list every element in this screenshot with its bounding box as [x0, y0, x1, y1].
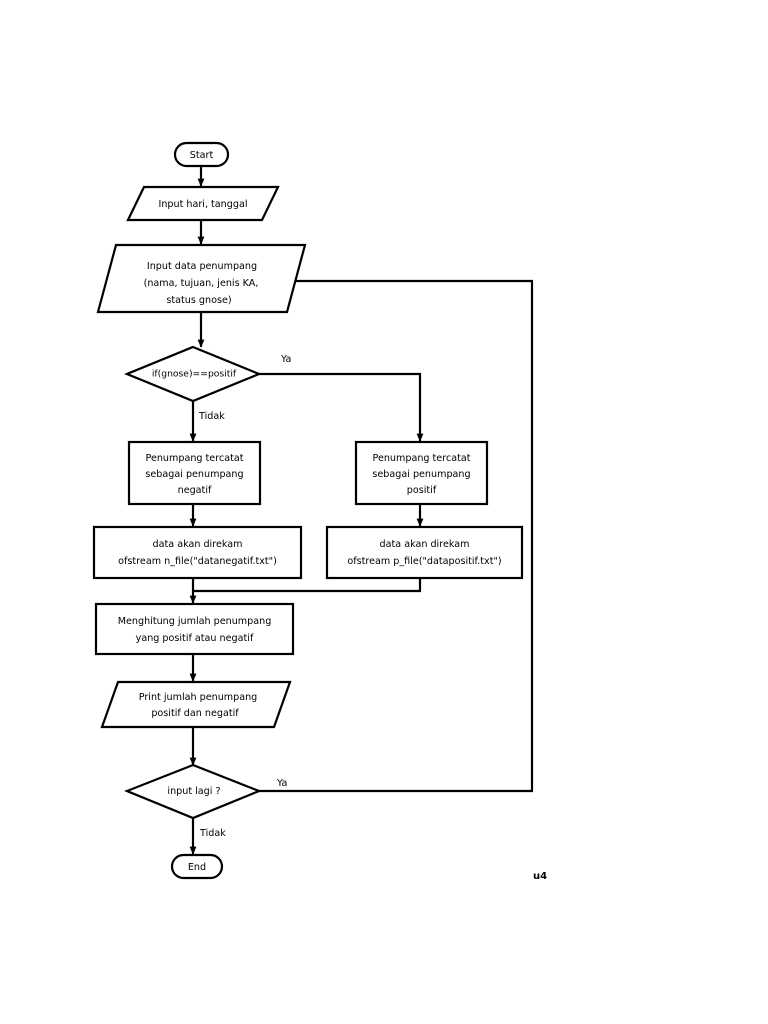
print-jumlah-label-line1: Print jumlah penumpang: [139, 692, 258, 703]
proc-hitung-label-line1: Menghitung jumlah penumpang: [118, 616, 272, 627]
print-jumlah-label-line2: positif dan negatif: [151, 708, 239, 719]
proc-hitung-label-line2: yang positif atau negatif: [136, 633, 254, 644]
node-input-hari: Input hari, tanggal: [126, 185, 280, 222]
input-data-label-line3: status gnose): [166, 295, 231, 306]
node-file-negatif: data akan direkam ofstream n_file("datan…: [92, 525, 303, 580]
node-input-data: Input data penumpang (nama, tujuan, jeni…: [96, 243, 307, 314]
proc-negatif-label-line3: negatif: [178, 485, 212, 496]
end-label: End: [188, 862, 206, 873]
edge-label-lagi-yes: Ya: [276, 778, 287, 789]
decision-gnose-shape: [124, 345, 262, 403]
input-hari-label: Input hari, tanggal: [158, 199, 247, 210]
node-decision-gnose: if(gnose)==positif Ya Tidak: [124, 345, 291, 422]
node-decision-lagi: input lagi ? Ya Tidak: [124, 763, 287, 839]
node-proc-positif: Penumpang tercatat sebagai penumpang pos…: [354, 440, 489, 506]
decision-lagi-label: input lagi ?: [167, 786, 220, 797]
edge-label-gnose-no: Tidak: [198, 411, 225, 422]
proc-positif-shape: [354, 440, 489, 506]
edge-file-positif-merge: [193, 578, 422, 593]
input-hari-shape: [126, 185, 280, 222]
proc-positif-label-line2: sebagai penumpang: [372, 469, 470, 480]
start-label: Start: [190, 150, 214, 161]
decision-gnose-label: if(gnose)==positif: [152, 369, 237, 380]
end-shape: [170, 853, 224, 880]
proc-hitung-shape: [94, 602, 295, 656]
file-negatif-shape: [92, 525, 303, 580]
start-shape: [173, 141, 230, 168]
node-proc-hitung: Menghitung jumlah penumpang yang positif…: [94, 602, 295, 656]
input-data-shape: [96, 243, 307, 314]
proc-negatif-label-line2: sebagai penumpang: [145, 469, 243, 480]
file-positif-label-line1: data akan direkam: [380, 539, 470, 550]
print-jumlah-shape: [100, 680, 292, 729]
node-end: End: [170, 853, 224, 880]
proc-negatif-label-line1: Penumpang tercatat: [146, 453, 244, 464]
page-corner-label: u4: [533, 871, 547, 882]
node-proc-negatif: Penumpang tercatat sebagai penumpang neg…: [127, 440, 262, 506]
file-negatif-label-line2: ofstream n_file("datanegatif.txt"): [118, 556, 277, 567]
file-positif-shape: [325, 525, 524, 580]
node-start: Start: [173, 141, 230, 168]
decision-lagi-shape: [124, 763, 262, 820]
input-data-label-line2: (nama, tujuan, jenis KA,: [144, 278, 259, 289]
connectors: [189, 166, 534, 855]
edge-decision-yes-to-proc-positif: [258, 372, 424, 442]
edge-loop-back-to-input-data: [258, 277, 534, 793]
proc-negatif-shape: [127, 440, 262, 506]
edge-label-lagi-no: Tidak: [199, 828, 226, 839]
proc-positif-label-line3: positif: [407, 485, 437, 496]
input-data-label-line1: Input data penumpang: [147, 261, 257, 272]
edge-label-gnose-yes: Ya: [280, 354, 291, 365]
proc-positif-label-line1: Penumpang tercatat: [373, 453, 471, 464]
file-negatif-label-line1: data akan direkam: [153, 539, 243, 550]
node-print-jumlah: Print jumlah penumpang positif dan negat…: [100, 680, 292, 729]
file-positif-label-line2: ofstream p_file("datapositif.txt"): [347, 556, 501, 567]
node-file-positif: data akan direkam ofstream p_file("datap…: [325, 525, 524, 580]
